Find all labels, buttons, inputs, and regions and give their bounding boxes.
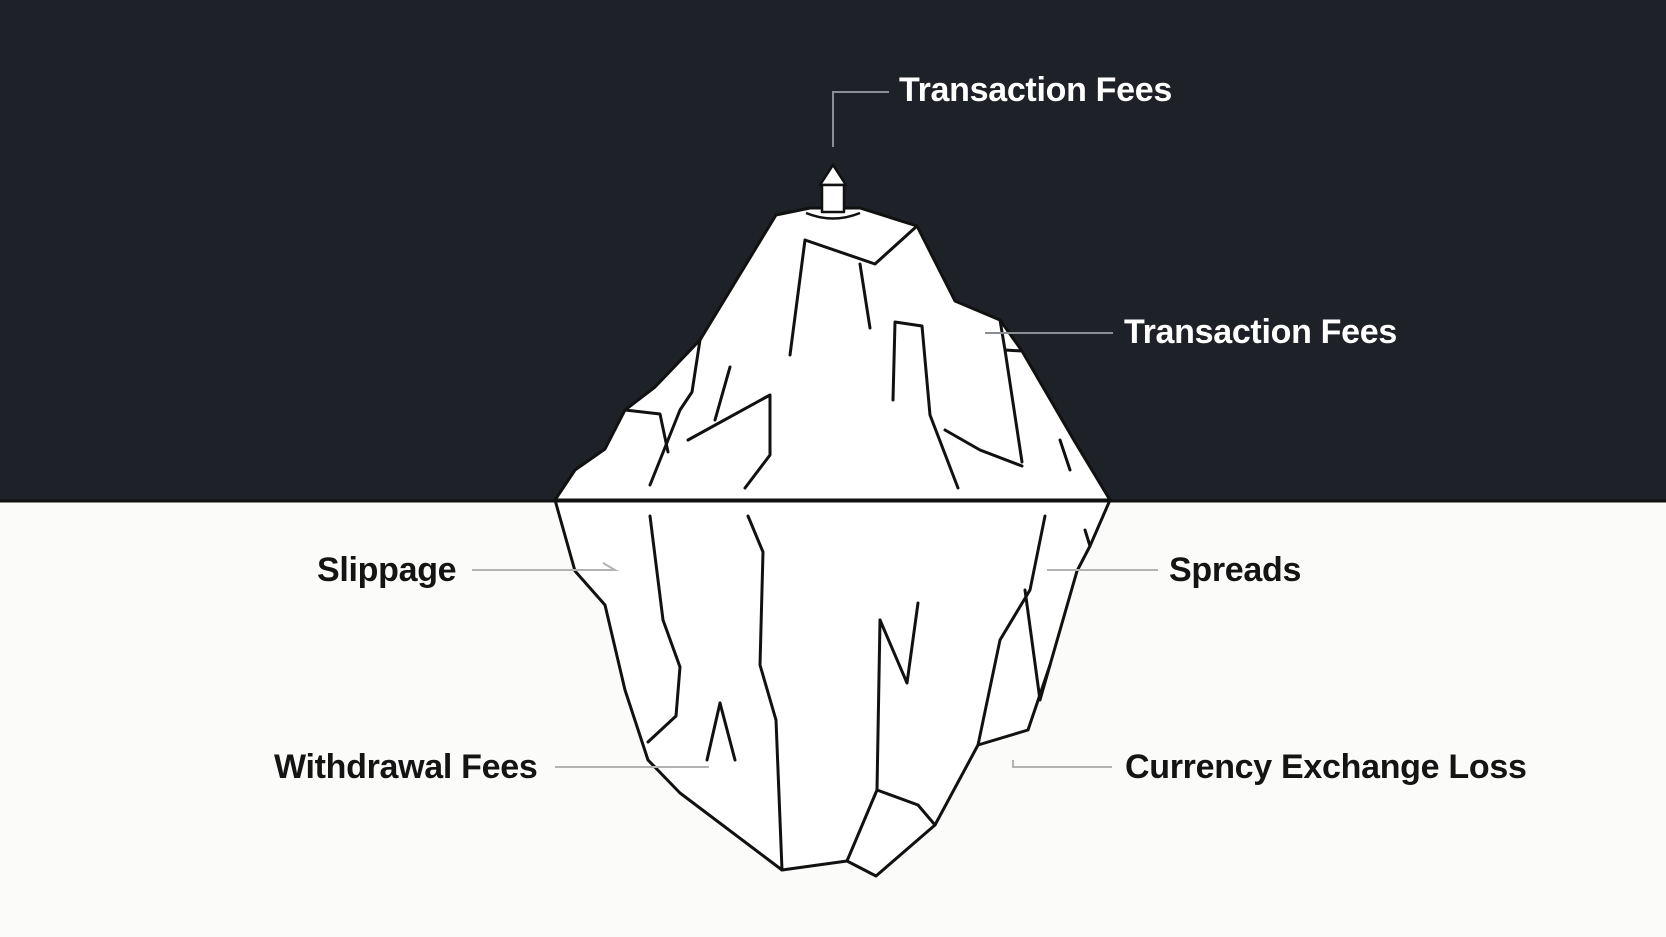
iceberg-submerged-cracks [646,514,1092,872]
label-transaction-fees-tip: Transaction Fees [899,71,1172,109]
label-currency-exchange-loss: Currency Exchange Loss [1125,748,1527,786]
label-withdrawal-fees: Withdrawal Fees [274,748,538,786]
leader-lines-below [472,562,1158,768]
iceberg-tip-cracks [623,224,1072,490]
label-transaction-fees-upper: Transaction Fees [1124,313,1397,351]
leader-currency [1012,760,1112,768]
lighthouse-icon [805,163,861,220]
leader-lines-above [832,91,1113,334]
label-slippage: Slippage [317,551,457,589]
label-spreads: Spreads [1169,551,1302,589]
iceberg-submerged [553,498,1112,878]
leader-slippage [472,562,619,571]
leader-tip [832,91,889,147]
